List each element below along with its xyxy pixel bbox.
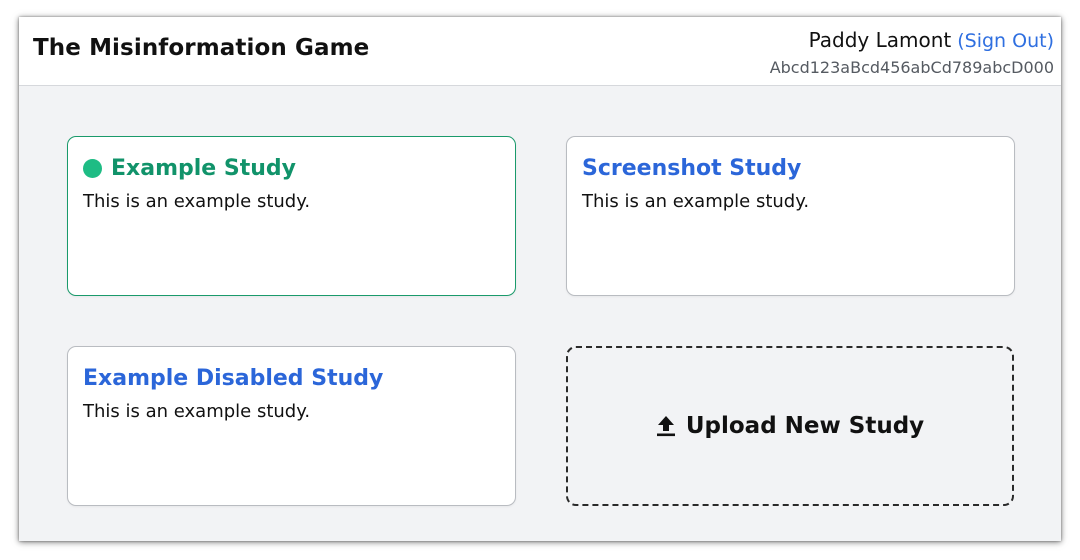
study-description: This is an example study. — [83, 401, 311, 422]
upload-new-study-button[interactable]: Upload New Study — [566, 346, 1014, 506]
study-title[interactable]: Example Disabled Study — [83, 366, 383, 391]
app-window: The Misinformation Game Paddy Lamont(Sig… — [19, 17, 1061, 541]
upload-icon — [656, 416, 675, 437]
user-name: Paddy Lamont — [808, 28, 952, 52]
user-id: Abcd123aBcd456abCd789abcD000 — [769, 58, 1054, 77]
user-info: Paddy Lamont(Sign Out) Abcd123aBcd456abC… — [770, 27, 1054, 77]
user-line: Paddy Lamont(Sign Out) — [770, 27, 1054, 54]
upload-content: Upload New Study — [656, 413, 924, 439]
header-bar: The Misinformation Game Paddy Lamont(Sig… — [19, 17, 1061, 86]
study-title-text: Screenshot Study — [582, 156, 802, 181]
study-card-example-disabled-study[interactable]: Example Disabled Study This is an exampl… — [67, 346, 516, 506]
study-title[interactable]: Example Study — [83, 156, 296, 181]
study-title-text: Example Disabled Study — [83, 366, 384, 391]
enabled-status-dot-icon — [83, 159, 102, 178]
study-description: This is an example study. — [83, 191, 311, 212]
study-card-example-study[interactable]: Example Study This is an example study. — [67, 136, 516, 296]
study-title-text: Example Study — [111, 156, 296, 181]
study-description: This is an example study. — [582, 191, 810, 212]
sign-out-link[interactable]: (Sign Out) — [957, 30, 1054, 52]
study-title[interactable]: Screenshot Study — [582, 156, 801, 181]
study-card-screenshot-study[interactable]: Screenshot Study This is an example stud… — [566, 136, 1015, 296]
app-title: The Misinformation Game — [33, 35, 370, 61]
upload-label: Upload New Study — [685, 413, 925, 439]
